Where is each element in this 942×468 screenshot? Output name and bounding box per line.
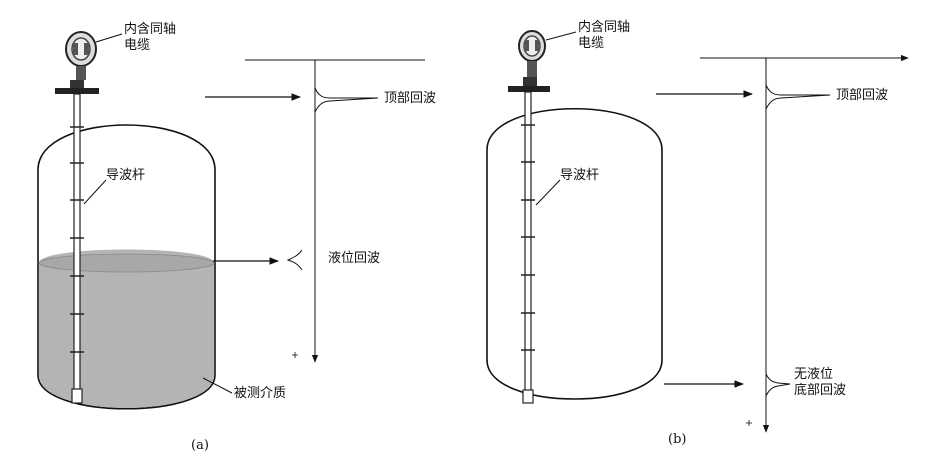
guide-rod-b bbox=[521, 91, 535, 404]
rod-label-b: 导波杆 bbox=[560, 168, 600, 183]
flange-b bbox=[508, 86, 550, 92]
level-echo-pulse-a bbox=[286, 249, 303, 271]
sensor-label-b-line1: 内含同轴 bbox=[578, 20, 631, 35]
top-echo-pulse-b bbox=[765, 84, 831, 110]
bottom-echo-pulse-b bbox=[765, 373, 791, 397]
sensor-head-b bbox=[518, 30, 546, 77]
sensor-label-b-line2: 电缆 bbox=[578, 36, 605, 51]
liquid-a bbox=[39, 249, 214, 408]
top-echo-label-a: 顶部回波 bbox=[384, 91, 437, 106]
sensor-head-a bbox=[65, 31, 97, 80]
sensor-label-a-line2: 电缆 bbox=[124, 38, 151, 53]
sensor-label-a-line1: 内含同轴 bbox=[124, 22, 177, 37]
top-echo-pulse-a bbox=[314, 87, 379, 113]
caption-b: (b) bbox=[668, 432, 687, 447]
level-echo-label-a: 液位回波 bbox=[328, 251, 381, 266]
panel-a bbox=[37, 31, 425, 410]
tank-b bbox=[486, 108, 663, 400]
liquid-surface-a bbox=[38, 253, 215, 273]
flange-a bbox=[55, 88, 99, 94]
bottom-echo-label-b-line1: 无液位 bbox=[794, 367, 834, 382]
panel-b bbox=[486, 30, 909, 433]
top-echo-label-b: 顶部回波 bbox=[836, 88, 889, 103]
guide-rod-a bbox=[70, 93, 84, 404]
rod-label-a: 导波杆 bbox=[106, 168, 146, 183]
medium-label-a: 被测介质 bbox=[234, 386, 287, 401]
caption-a: (a) bbox=[191, 438, 209, 453]
bottom-echo-label-b-line2: 底部回波 bbox=[794, 383, 847, 398]
